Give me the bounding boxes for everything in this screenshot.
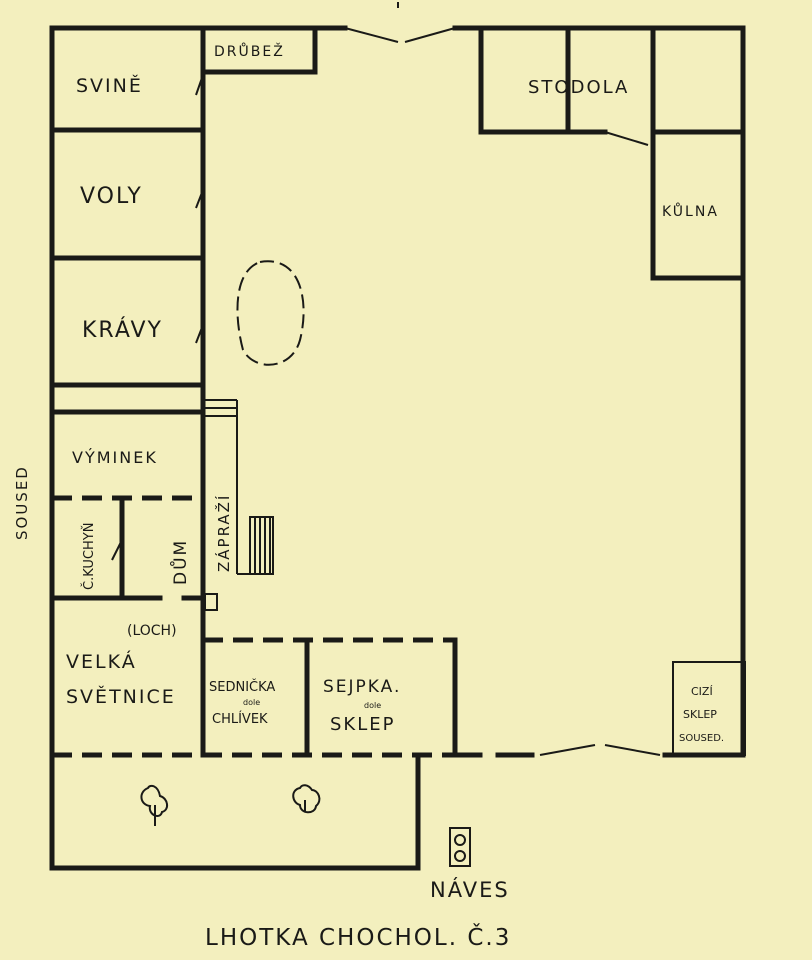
room-label-cizi-3: SOUSED.	[679, 733, 724, 744]
tree-icon	[140, 784, 168, 826]
room-label-kulna: KŮLNA	[662, 202, 719, 220]
room-label-sejpka: SEJPKA.	[323, 677, 401, 697]
door-marks	[111, 74, 204, 561]
left-wing-walls	[49, 25, 206, 608]
dung-heap	[236, 260, 305, 366]
room-label-sklep: SKLEP	[330, 714, 396, 735]
room-label-svine: SVINĚ	[76, 74, 143, 97]
room-label-cizi-1: CIZÍ	[691, 685, 713, 698]
steps	[249, 516, 274, 575]
stove-box	[204, 593, 218, 611]
neighbour-cellar	[672, 661, 746, 756]
room-label-drubez: DRŮBEŽ	[214, 42, 285, 60]
room-label-cizi-2: SKLEP	[683, 708, 717, 721]
room-label-velka-2: SVĚTNICE	[66, 685, 176, 708]
room-label-kravy: KRÁVY	[82, 317, 163, 343]
room-label-velka-1: VELKÁ	[66, 650, 137, 673]
tree-icon	[292, 784, 321, 814]
room-label-loch: (LOCH)	[127, 623, 177, 639]
poultry-room	[200, 25, 318, 75]
plan-title: LHOTKA CHOCHOL. Č.3	[205, 923, 511, 951]
room-label-sednicka-dole: dole	[243, 698, 260, 707]
outer-walls	[49, 25, 746, 871]
front-yard-wall	[452, 744, 746, 758]
room-label-stodola: STODOLA	[528, 77, 629, 98]
front-rooms	[52, 595, 458, 758]
room-label-chlivek: CHLÍVEK	[212, 711, 268, 727]
village-green-label: NÁVES	[430, 877, 510, 902]
room-label-voly: VOLY	[80, 184, 143, 209]
room-label-vyminek: VÝMINEK	[72, 448, 158, 467]
barn-walls	[478, 25, 746, 281]
room-label-sednicka: SEDNIČKA	[209, 679, 275, 695]
porch	[203, 399, 273, 575]
room-label-dum: DŮM	[169, 539, 191, 585]
neighbour-label: SOUSED	[13, 465, 31, 540]
well-icon	[449, 827, 471, 867]
room-label-kuchyn: Č.KUCHYŇ	[81, 523, 97, 590]
top-gate	[344, 2, 456, 43]
room-label-zaprazi: ZÁPRAŽÍ	[214, 494, 233, 572]
room-label-sejpka-dole: dole	[364, 701, 381, 710]
